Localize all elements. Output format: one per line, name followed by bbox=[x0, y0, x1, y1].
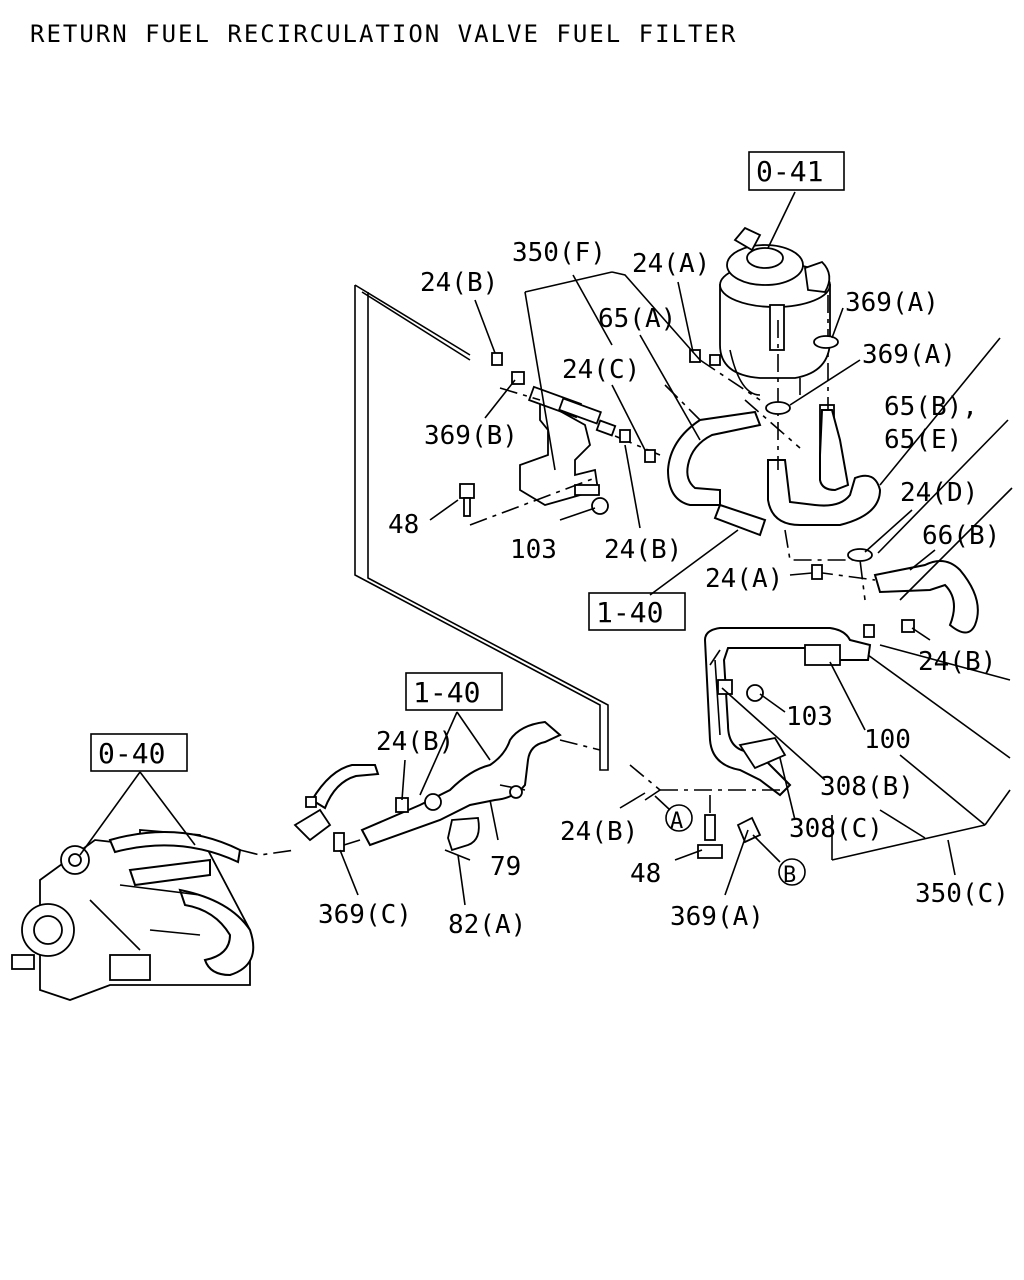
injection-pump bbox=[11, 829, 255, 1001]
label-369c: 369(C) bbox=[318, 900, 412, 930]
label-100: 100 bbox=[864, 725, 911, 755]
label-103-right: 103 bbox=[786, 702, 833, 732]
label-24b-mid: 24(B) bbox=[604, 535, 682, 565]
label-48-low: 48 bbox=[630, 859, 661, 889]
label-350f: 350(F) bbox=[512, 238, 606, 268]
ref-box-filter-label: 0-41 bbox=[756, 155, 823, 188]
label-369a-2: 369(A) bbox=[862, 340, 956, 370]
ref-box-pump-label: 0-40 bbox=[98, 737, 165, 770]
fuel-filter bbox=[719, 226, 835, 456]
label-66b: 66(B) bbox=[922, 521, 1000, 551]
label-369a-1: 369(A) bbox=[845, 288, 939, 318]
label-24b-low: 24(B) bbox=[376, 727, 454, 757]
ref-box-hose-upper-label: 1-40 bbox=[596, 596, 663, 629]
upper-hoses bbox=[666, 409, 979, 634]
leader-lines bbox=[79, 271, 1013, 906]
label-79: 79 bbox=[490, 852, 521, 882]
label-82a: 82(A) bbox=[448, 910, 526, 940]
label-308b: 308(B) bbox=[820, 772, 914, 802]
label-350c: 350(C) bbox=[915, 879, 1009, 909]
label-65b: 65(B), bbox=[884, 392, 978, 422]
ref-box-hose-upper: 1-40 bbox=[588, 592, 686, 631]
label-24d: 24(D) bbox=[900, 478, 978, 508]
label-308c: 308(C) bbox=[789, 814, 883, 844]
part-labels: 350(F) 24(A) 24(B) 369(A) 65(A) 369(A) 2… bbox=[318, 238, 1009, 940]
clamp-parts bbox=[491, 335, 915, 638]
label-103-top: 103 bbox=[510, 535, 557, 565]
ref-box-filter: 0-41 bbox=[748, 151, 845, 191]
marker-a: A bbox=[665, 804, 693, 834]
fuel-pipe-100 bbox=[697, 627, 872, 859]
marker-b-label: B bbox=[783, 863, 796, 888]
fuel-hose-79 bbox=[360, 720, 562, 847]
label-24a-top: 24(A) bbox=[632, 249, 710, 279]
marker-a-label: A bbox=[670, 809, 683, 834]
recirculation-valve bbox=[459, 385, 617, 517]
label-24c: 24(C) bbox=[562, 355, 640, 385]
diagram-title: RETURN FUEL RECIRCULATION VALVE FUEL FIL… bbox=[30, 20, 737, 48]
ref-box-hose-lower-label: 1-40 bbox=[413, 676, 480, 709]
label-24a-mid: 24(A) bbox=[705, 564, 783, 594]
clip-82a bbox=[444, 817, 480, 861]
ref-box-pump: 0-40 bbox=[90, 733, 188, 772]
ref-box-hose-lower: 1-40 bbox=[405, 672, 503, 711]
marker-b: B bbox=[778, 858, 806, 888]
label-65e: 65(E) bbox=[884, 425, 962, 455]
label-24b-top: 24(B) bbox=[420, 268, 498, 298]
label-369b: 369(B) bbox=[424, 421, 518, 451]
label-24b-lower: 24(B) bbox=[560, 817, 638, 847]
label-65a: 65(A) bbox=[598, 304, 676, 334]
label-369a-low: 369(A) bbox=[670, 902, 764, 932]
label-48-top: 48 bbox=[388, 510, 419, 540]
label-24b-right: 24(B) bbox=[918, 647, 996, 677]
fuel-pipe-369c bbox=[293, 764, 380, 852]
